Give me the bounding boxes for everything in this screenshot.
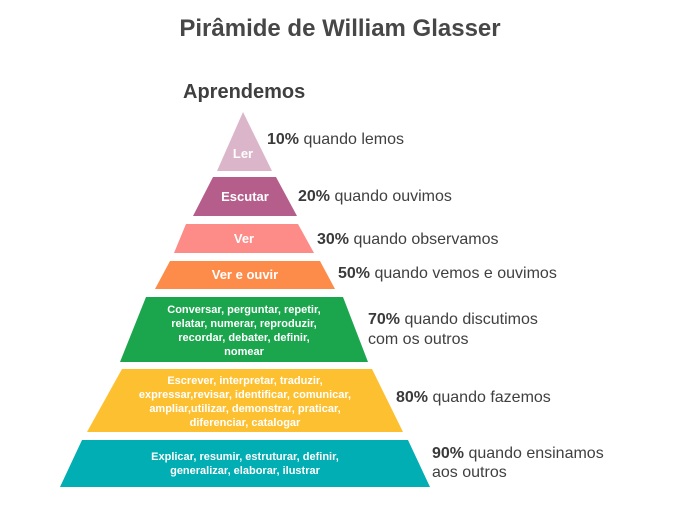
retention-label-20: 20% quando ouvimos	[298, 187, 452, 206]
retention-percent: 20%	[298, 188, 331, 205]
pyramid-subtitle: Aprendemos	[183, 81, 306, 103]
retention-label-70: 70% quando discutimos com os outros	[368, 310, 538, 350]
tier-label-line: Conversar, perguntar, repetir,	[167, 303, 321, 316]
tier-ler-text: Ler	[203, 146, 283, 162]
tier-ver-e-ouvir-text: Ver e ouvir	[155, 261, 335, 289]
page-title: Pirâmide de William Glasser	[179, 15, 501, 42]
retention-percent: 30%	[317, 231, 350, 248]
retention-description: quando ensinamos	[468, 445, 604, 462]
retention-description: quando vemos e ouvimos	[374, 265, 557, 282]
retention-percent: 80%	[396, 389, 429, 406]
retention-description-continued: aos outros	[432, 464, 507, 481]
retention-description: quando observamos	[353, 231, 499, 248]
tier-ensinar-text: Explicar, resumir, estruturar, definir, …	[60, 440, 430, 487]
tier-ver-shape	[174, 224, 314, 253]
tier-label-line: expressar,revisar, identificar, comunica…	[138, 388, 352, 401]
tier-label-line: Escrever, interpretar, traduzir,	[167, 374, 323, 387]
retention-percent: 90%	[432, 445, 465, 462]
retention-percent: 50%	[338, 265, 371, 282]
tier-label-line: Ver e ouvir	[211, 267, 279, 282]
tier-escutar-shape	[193, 177, 297, 216]
retention-percent: 70%	[368, 311, 401, 328]
retention-percent: 10%	[267, 131, 300, 148]
retention-label-30: 30% quando observamos	[317, 230, 498, 249]
retention-label-90: 90% quando ensinamos aos outros	[432, 444, 604, 482]
retention-description: quando ouvimos	[334, 188, 452, 205]
retention-label-80: 80% quando fazemos	[396, 388, 551, 407]
tier-label-line: Ver	[233, 230, 255, 246]
tier-ver-text: Ver	[174, 224, 314, 253]
tier-label-line: Ler	[232, 146, 254, 161]
tier-fazer-text: Escrever, interpretar, traduzir, express…	[87, 370, 403, 433]
tier-label-line: generalizar, elaborar, ilustrar	[170, 464, 320, 477]
tier-label-line: recordar, debater, definir,	[178, 331, 310, 344]
retention-description: quando lemos	[303, 131, 404, 148]
retention-description-continued: com os outros	[368, 331, 469, 348]
retention-description: quando fazemos	[432, 389, 551, 406]
tier-label-line: Explicar, resumir, estruturar, definir,	[151, 450, 339, 463]
retention-label-10: 10% quando lemos	[267, 130, 404, 149]
tier-ensinar-shape	[60, 440, 430, 487]
tier-label-line: relatar, numerar, reproduzir,	[171, 317, 317, 330]
tier-escutar-text: Escutar	[193, 177, 297, 216]
retention-line: 90% quando ensinamos	[432, 444, 604, 463]
tier-ler-shape	[217, 112, 272, 171]
tier-discutir-text: Conversar, perguntar, repetir, relatar, …	[120, 298, 368, 363]
retention-description: quando discutimos	[404, 311, 538, 328]
tier-label-line: ampliar,utilizar, demonstrar, praticar,	[149, 402, 341, 415]
tier-fazer-shape	[87, 369, 403, 432]
tier-discutir-shape	[120, 297, 368, 362]
tier-label-line: Escutar	[221, 188, 269, 204]
retention-label-50: 50% quando vemos e ouvimos	[338, 264, 557, 283]
tier-label-line: diferenciar, catalogar	[189, 416, 301, 429]
tier-ver-e-ouvir-shape	[155, 261, 335, 289]
retention-line: 70% quando discutimos	[368, 310, 538, 330]
tier-label-line: nomear	[224, 345, 264, 358]
